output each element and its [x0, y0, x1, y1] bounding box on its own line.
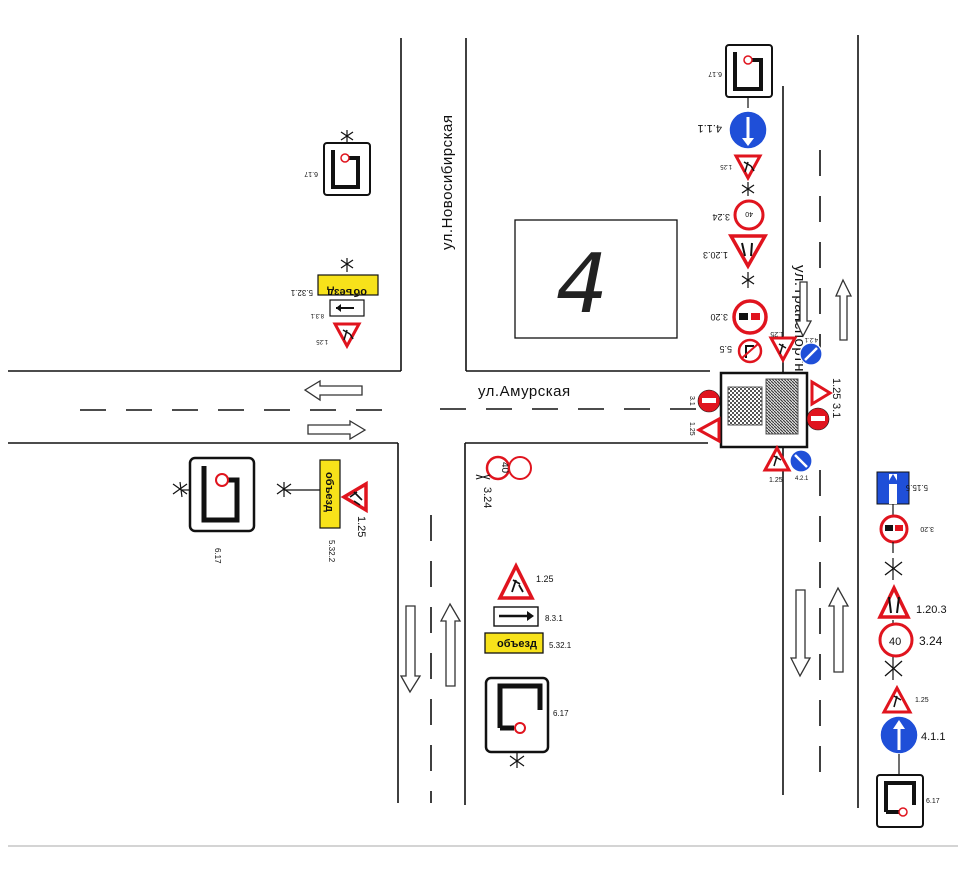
speed-limit-value: 40	[745, 210, 753, 217]
sign-code-label: 5.15.5	[905, 483, 928, 492]
arrow-up-icon	[835, 278, 853, 341]
street-name-novosibirskaya: ул.Новосибирская	[439, 115, 456, 250]
sign-code-label: 1.25	[536, 574, 554, 584]
sign-code-label: 6.17	[213, 548, 222, 564]
roadworks-sign-icon	[332, 322, 362, 350]
sign-group-top-right: 6.17 4.1.1 1.25 40 3.24 1.20.3 3.20 5.5 …	[698, 44, 823, 366]
speed-limit-value: 40	[499, 462, 510, 474]
street-name-amurskaya: ул.Амурская	[478, 383, 571, 400]
sign-code-label: 4.2.1	[804, 336, 818, 342]
sign-code-label: 1.25	[769, 477, 783, 484]
sign-code-label: 1.25	[915, 697, 929, 704]
speed-limit-value: 40	[889, 636, 901, 648]
sign-code-label: 1.20.3	[916, 604, 947, 616]
detour-sign-text: объезд	[497, 638, 537, 650]
sign-code-label: 3.1	[830, 403, 842, 418]
roadworks-sign-icon	[768, 336, 798, 364]
detour-sign-icon	[319, 459, 341, 529]
roadworks-sign-icon	[810, 379, 833, 407]
arrow-up-icon	[827, 586, 850, 673]
work-zone: 3.1 1.25 3.1 1.25 1.25 4.2.1	[688, 371, 842, 484]
detour-sign-icon	[317, 274, 379, 296]
sign-code-label: 1.25	[770, 330, 784, 337]
sign-group-bottom-right: 5.15.5 3.20 1.20.3 40 3.24 1.25 4.1.1 6.…	[876, 471, 947, 828]
sign-code-label: 4.1.1	[698, 122, 722, 134]
sign-code-label: 6.17	[304, 170, 318, 177]
arrow-up-icon	[439, 602, 462, 687]
center-lines	[80, 150, 821, 803]
sign-code-label: 3.20	[920, 525, 934, 532]
sign-group-bottom-center: 1.25 8.3.1 объезд 5.32.1 6.17	[484, 562, 572, 768]
sign-code-label: 5.32.1	[549, 641, 572, 650]
sign-code-label: 1.25	[316, 338, 328, 344]
roadworks-sign-icon	[695, 416, 721, 444]
building-number: 4	[556, 237, 608, 332]
arrow-right-icon	[307, 419, 367, 441]
speed-limit-sign-icon	[878, 622, 914, 658]
sign-code-label: 6.17	[553, 709, 569, 718]
roadworks-sign-icon	[340, 480, 368, 514]
sign-code-label: 5.5	[719, 344, 732, 354]
sign-code-label: 1.20.3	[703, 250, 728, 260]
road-narrows-sign-icon	[877, 583, 911, 619]
sign-code-label: 6.17	[926, 798, 940, 805]
road-narrows-sign-icon	[727, 234, 769, 270]
arrow-down-icon	[789, 589, 812, 678]
no-overtaking-sign-icon	[879, 514, 909, 544]
roadworks-sign-icon	[762, 444, 792, 472]
sign-code-label: 5.32.1	[290, 288, 313, 297]
sign-code-label: 1.25	[720, 163, 732, 169]
sign-code-label: 1.25	[688, 422, 695, 436]
sign-code-label: 3.24	[481, 487, 493, 508]
direction-arrows	[303, 278, 853, 694]
end-zone-sign-icon	[508, 456, 532, 480]
no-overtaking-sign-icon	[732, 299, 768, 335]
sign-group-left-bottom: 6.17 объезд 5.32.2 1.25	[172, 456, 368, 564]
sign-code-label: 1.25	[830, 378, 842, 399]
sign-code-label: 5.32.2	[327, 540, 336, 563]
sign-group-speed-limit: 40 3.24	[475, 455, 532, 508]
sign-code-label: 4.1.1	[921, 731, 945, 743]
building-4	[514, 219, 678, 339]
speed-limit-sign-icon	[733, 199, 765, 231]
sign-code-label: 8.3.1	[310, 312, 324, 318]
sign-code-label: 3.20	[710, 312, 728, 322]
sign-code-label: 3.24	[919, 634, 943, 648]
sign-code-label: 6.17	[708, 70, 722, 77]
sign-code-label: 1.25	[355, 516, 367, 537]
arrow-down-icon	[399, 605, 422, 694]
detour-sign-icon	[484, 632, 544, 654]
sign-group-top-left: 6.17 объезд 5.32.1 8.3.1 1.25	[290, 130, 379, 350]
detour-sign-text: объезд	[327, 286, 367, 298]
sign-code-label: 4.2.1	[795, 476, 809, 482]
sign-code-label: 8.3.1	[545, 614, 563, 623]
roadworks-sign-icon	[881, 684, 913, 714]
arrow-down-icon	[794, 281, 813, 338]
sign-code-label: 3.1	[688, 396, 695, 406]
roadworks-sign-icon	[733, 154, 763, 182]
sign-code-label: 3.24	[712, 212, 730, 222]
detour-sign-text: объезд	[323, 472, 335, 512]
arrow-left-icon	[303, 379, 363, 402]
